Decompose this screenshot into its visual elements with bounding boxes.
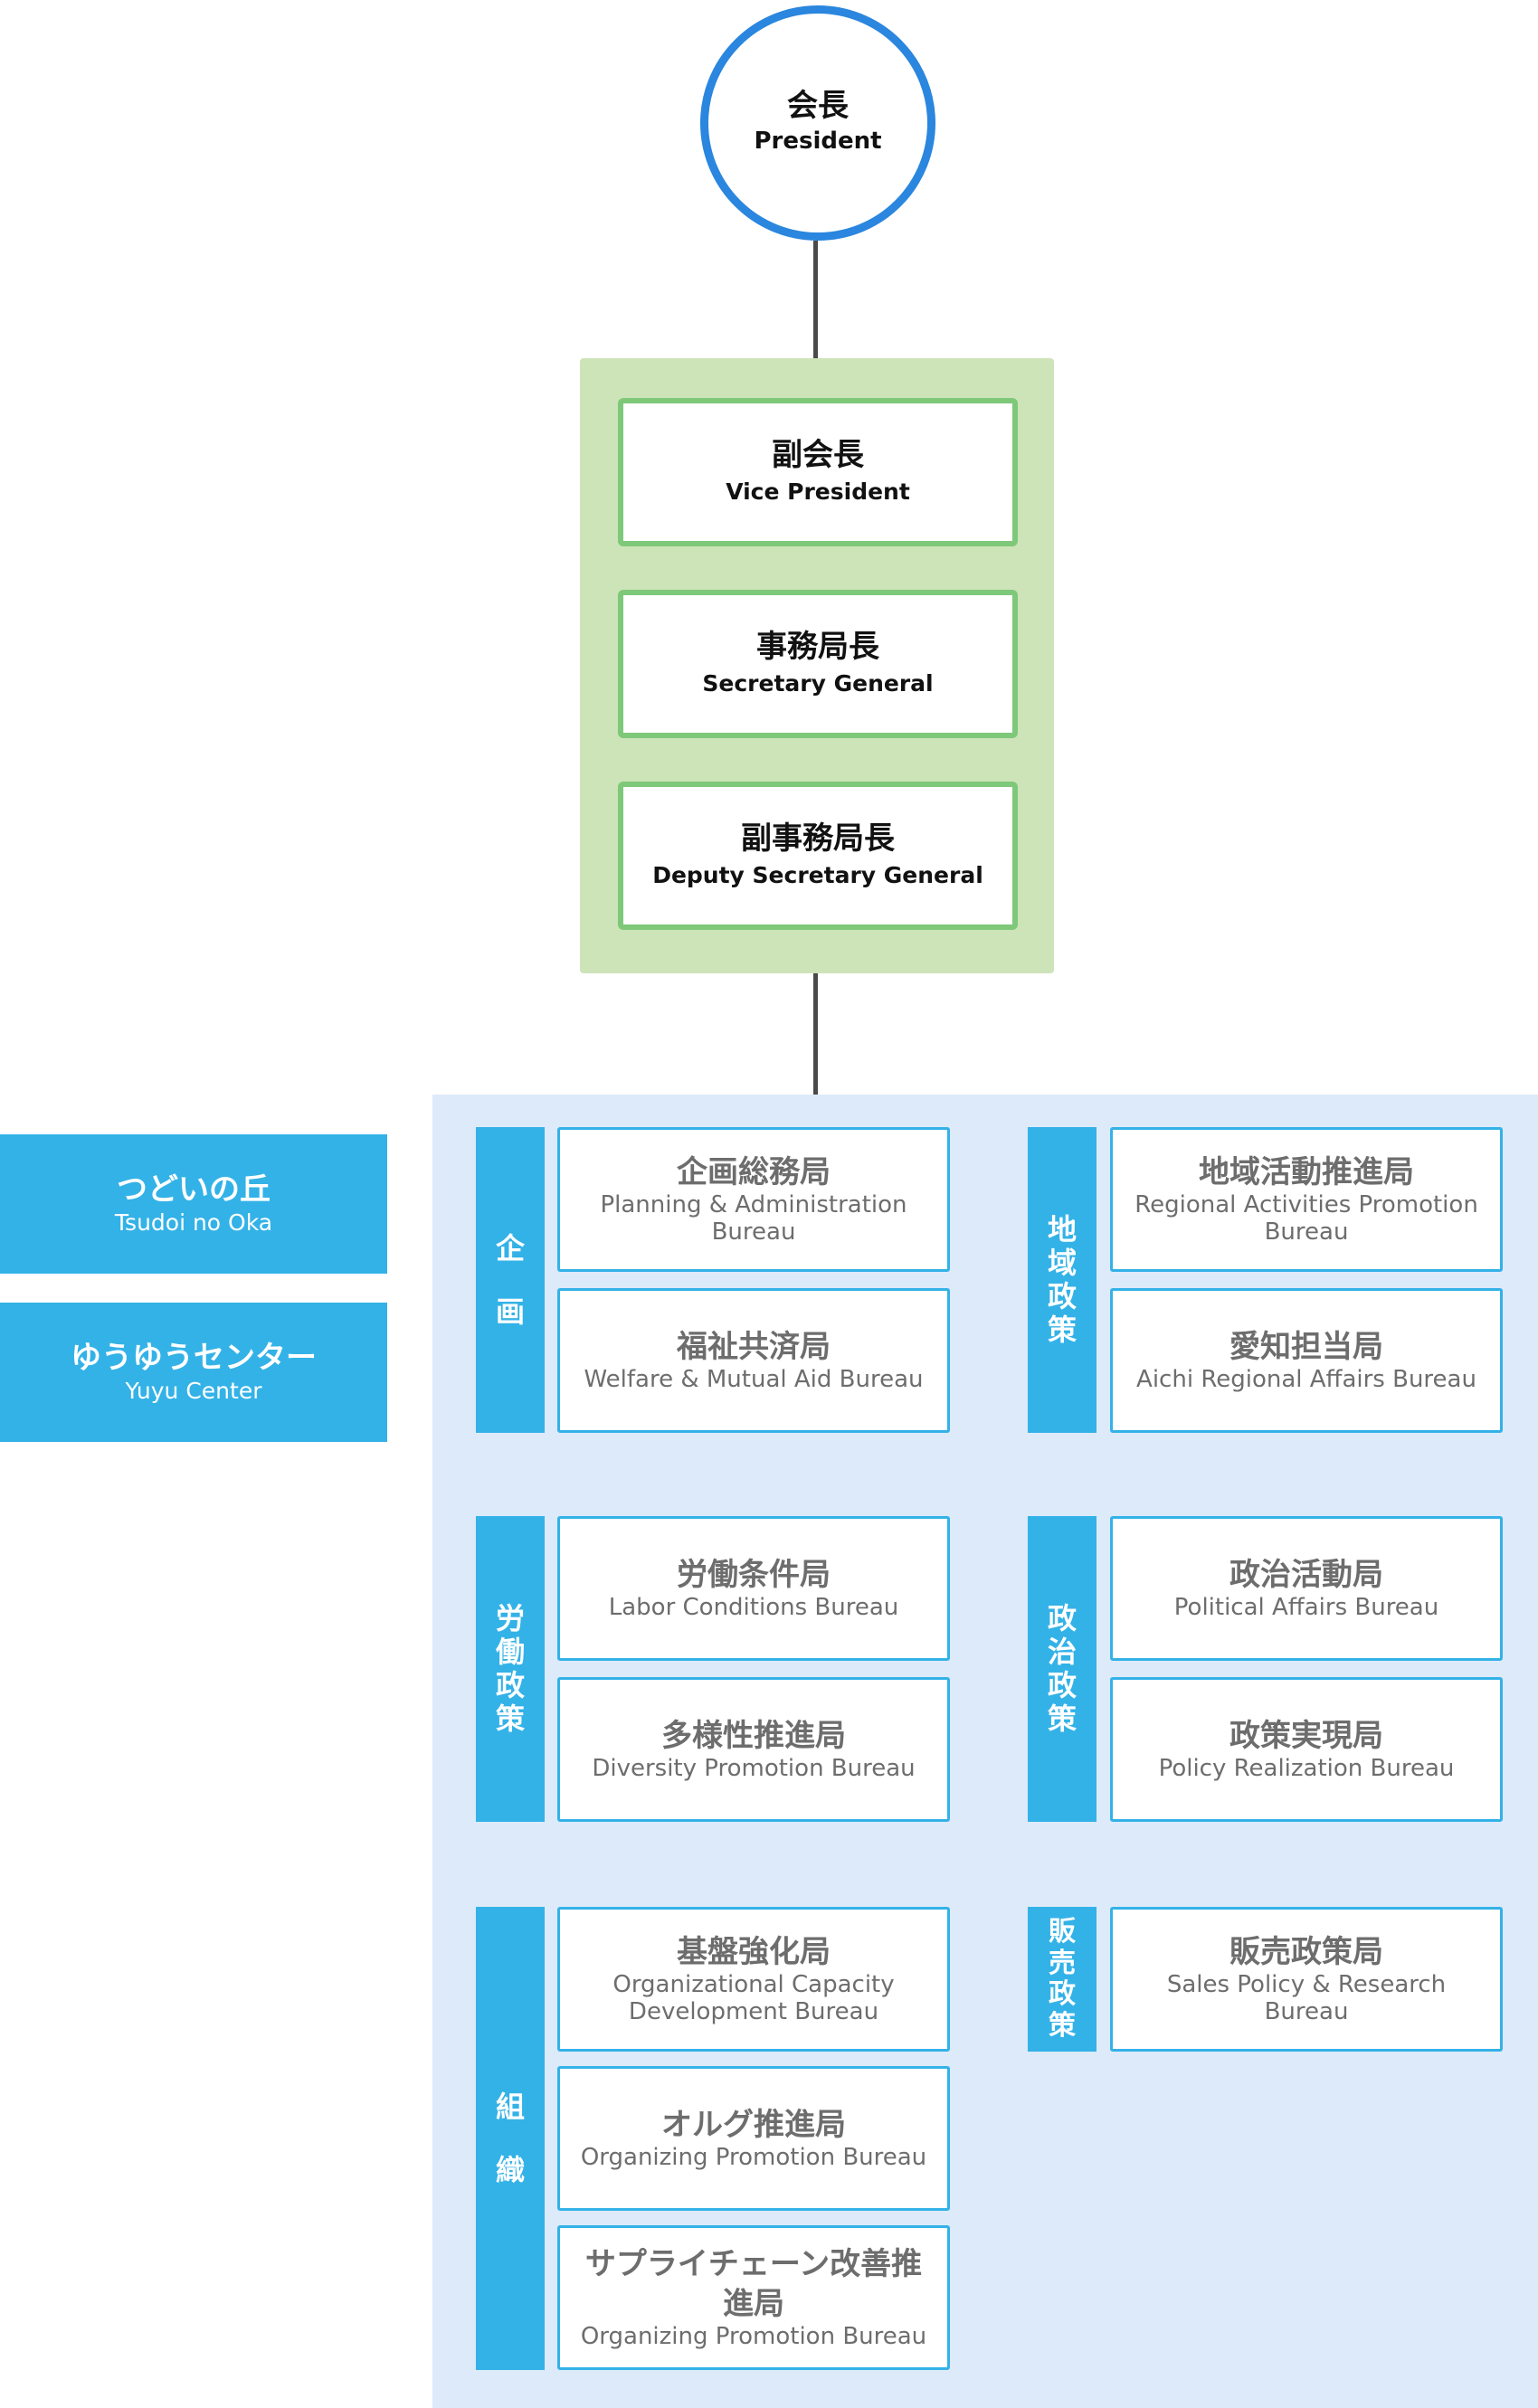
bureau-en: Organizing Promotion Bureau	[580, 2323, 927, 2351]
bureau-jp: 販売政策局	[1229, 1934, 1383, 1971]
bureau-jp: 政策実現局	[1229, 1717, 1383, 1754]
category-char: 働	[495, 1635, 525, 1670]
bureau-en: Diversity Promotion Bureau	[592, 1755, 916, 1783]
node-en: Deputy Secretary General	[652, 862, 983, 889]
bureau-en: Planning & Administration Bureau	[600, 1191, 907, 1247]
bureau-en: Political Affairs Bureau	[1173, 1594, 1439, 1622]
bureau-jp: 企画総務局	[677, 1154, 831, 1191]
connector-exec-bureaus	[813, 973, 818, 1095]
category-char: 政	[1047, 1601, 1077, 1636]
category-char: 策	[1049, 2009, 1076, 2042]
bureau-en: Sales Policy & Research Bureau	[1166, 1971, 1447, 2026]
bureau-jp: 地域活動推進局	[1199, 1154, 1414, 1191]
category-char: 政	[1047, 1668, 1077, 1702]
bureau-jp: 政治活動局	[1229, 1556, 1383, 1593]
deputy-secretary-general-node: 副事務局長 Deputy Secretary General	[618, 782, 1018, 930]
category-char: 織	[495, 2153, 525, 2187]
category-char: 組	[495, 2089, 525, 2124]
president-node: 会長 President	[700, 5, 935, 241]
bureau-labor: 労働条件局 Labor Conditions Bureau	[557, 1516, 950, 1661]
bureau-en: Organizational Capacity Development Bure…	[612, 1971, 895, 2026]
node-jp: 副事務局長	[741, 820, 895, 858]
bureau-en: Labor Conditions Bureau	[608, 1594, 899, 1622]
category-char: 画	[495, 1294, 525, 1329]
node-jp: 副会長	[772, 437, 864, 474]
bureau-jp: オルグ推進局	[661, 2106, 846, 2143]
node-jp: つどいの丘	[117, 1171, 271, 1208]
bureau-political: 政治活動局 Political Affairs Bureau	[1110, 1516, 1503, 1661]
bureau-jp: 福祉共済局	[677, 1328, 831, 1365]
node-en: Tsudoi no Oka	[114, 1209, 273, 1236]
bureau-capacity: 基盤強化局 Organizational Capacity Developmen…	[557, 1907, 950, 2052]
tsudoi-no-oka-node: つどいの丘 Tsudoi no Oka	[0, 1134, 387, 1274]
bureau-en: Regional Activities Promotion Bureau	[1135, 1191, 1478, 1247]
node-en: Vice President	[726, 479, 910, 506]
bureau-jp: 多様性推進局	[661, 1717, 846, 1754]
president-en: President	[754, 128, 882, 156]
node-jp: ゆうゆうセンター	[71, 1339, 317, 1376]
bureau-jp: 労働条件局	[677, 1556, 831, 1593]
bureau-jp: サプライチェーン改善推進局	[584, 2245, 923, 2323]
category-char: 域	[1047, 1246, 1077, 1281]
bureau-sales: 販売政策局 Sales Policy & Research Bureau	[1110, 1907, 1503, 2052]
node-jp: 事務局長	[756, 629, 879, 666]
bureau-supply-chain: サプライチェーン改善推進局 Organizing Promotion Burea…	[557, 2225, 950, 2370]
category-seiji: 政 治 政 策	[1028, 1516, 1097, 1822]
category-roudou: 労 働 政 策	[476, 1516, 545, 1822]
category-soshiki: 組 織	[476, 1907, 545, 2370]
category-char: 政	[1047, 1279, 1077, 1313]
category-char: 策	[495, 1701, 525, 1736]
bureau-jp: 基盤強化局	[677, 1934, 831, 1971]
bureau-organizing: オルグ推進局 Organizing Promotion Bureau	[557, 2066, 950, 2211]
bureau-regional: 地域活動推進局 Regional Activities Promotion Bu…	[1110, 1127, 1503, 1272]
node-en: Secretary General	[702, 670, 934, 697]
bureau-en: Organizing Promotion Bureau	[580, 2144, 927, 2172]
category-char: 販	[1049, 1916, 1076, 1948]
category-char: 策	[1047, 1701, 1077, 1736]
bureau-planning: 企画総務局 Planning & Administration Bureau	[557, 1127, 950, 1272]
category-chiiki: 地 域 政 策	[1028, 1127, 1097, 1433]
category-char: 政	[495, 1668, 525, 1702]
category-char: 労	[495, 1601, 525, 1636]
president-jp: 会長	[787, 88, 849, 125]
category-kikaku: 企 画	[476, 1127, 545, 1433]
category-char: 売	[1049, 1947, 1076, 1979]
category-char: 企	[495, 1230, 525, 1266]
category-hanbai: 販 売 政 策	[1028, 1907, 1097, 2052]
node-en: Yuyu Center	[125, 1378, 262, 1404]
bureau-diversity: 多様性推進局 Diversity Promotion Bureau	[557, 1677, 950, 1822]
bureau-aichi: 愛知担当局 Aichi Regional Affairs Bureau	[1110, 1288, 1503, 1433]
category-char: 政	[1049, 1978, 1076, 2010]
vice-president-node: 副会長 Vice President	[618, 398, 1018, 546]
category-char: 策	[1047, 1312, 1077, 1347]
secretary-general-node: 事務局長 Secretary General	[618, 590, 1018, 738]
bureau-jp: 愛知担当局	[1229, 1328, 1383, 1365]
bureau-en: Aichi Regional Affairs Bureau	[1136, 1366, 1476, 1394]
bureau-en: Policy Realization Bureau	[1158, 1755, 1455, 1783]
yuyu-center-node: ゆうゆうセンター Yuyu Center	[0, 1303, 387, 1442]
bureau-policy: 政策実現局 Policy Realization Bureau	[1110, 1677, 1503, 1822]
connector-president-exec	[813, 241, 818, 358]
bureau-en: Welfare & Mutual Aid Bureau	[584, 1366, 924, 1394]
bureau-welfare: 福祉共済局 Welfare & Mutual Aid Bureau	[557, 1288, 950, 1433]
category-char: 治	[1047, 1635, 1077, 1670]
category-char: 地	[1047, 1212, 1077, 1247]
